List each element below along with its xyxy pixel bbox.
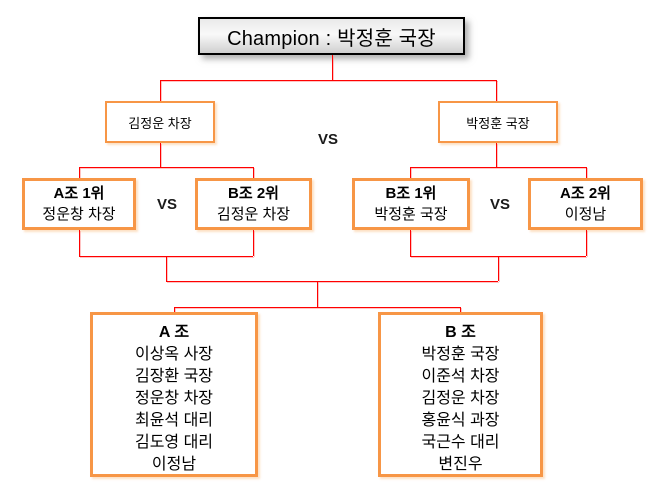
slot-b1-box: B조 1위 박정훈 국장 [352, 178, 470, 230]
slot-a1-name: 정운창 차장 [42, 206, 116, 223]
group-member: 변진우 [438, 456, 483, 473]
group-member: 김도영 대리 [134, 434, 214, 451]
group-b-box: B 조 박정훈 국장 이준석 차장 김정운 차장 홍윤식 과장 국근수 대리 변… [378, 312, 543, 477]
slot-b2-box: B조 2위 김정운 차장 [195, 178, 312, 230]
connector-line [160, 143, 161, 167]
group-member: 김장환 국장 [134, 368, 214, 385]
finalist-right-name: 박정훈 국장 [466, 115, 530, 131]
finalist-right-box: 박정훈 국장 [438, 101, 558, 143]
connector-line [410, 167, 411, 178]
slot-a1-box: A조 1위 정운창 차장 [22, 178, 136, 230]
connector-line [496, 143, 497, 167]
connector-line [410, 230, 411, 256]
group-member: 홍윤식 과장 [421, 412, 500, 429]
group-a-title: A 조 [158, 324, 190, 341]
slot-a2-seed: A조 2위 [560, 185, 611, 202]
slot-b1-seed: B조 1위 [385, 185, 437, 202]
finalist-left-name: 김정운 차장 [128, 115, 192, 131]
champion-label: Champion : 박정훈 국장 [227, 27, 436, 50]
connector-line [496, 80, 497, 101]
group-member: 이상옥 사장 [134, 346, 214, 363]
champion-box: Champion : 박정훈 국장 [198, 17, 465, 55]
connector-line [174, 307, 175, 313]
connector-line [160, 80, 161, 101]
connector-line [498, 256, 499, 281]
group-member: 이준석 차장 [421, 368, 500, 385]
slot-b2-name: 김정운 차장 [216, 206, 291, 223]
connector-line [460, 307, 461, 313]
slot-b2-seed: B조 2위 [228, 185, 279, 202]
connector-line [586, 230, 587, 256]
connector-line [317, 281, 318, 307]
connector-line [253, 230, 254, 256]
finalist-left-box: 김정운 차장 [105, 101, 215, 143]
vs-left-label: VS [156, 196, 177, 213]
vs-final-label: VS [317, 131, 338, 148]
connector-line [410, 167, 586, 168]
connector-line [79, 167, 253, 168]
connector-line [166, 256, 167, 281]
group-b-title: B 조 [445, 324, 476, 341]
group-member: 이정남 [151, 456, 197, 473]
connector-line [174, 307, 460, 308]
slot-a1-seed: A조 1위 [53, 185, 105, 202]
connector-line [586, 167, 587, 178]
group-member: 김정운 차장 [421, 390, 500, 407]
group-a-box: A 조 이상옥 사장 김장환 국장 정운창 차장 최윤석 대리 김도영 대리 이… [90, 312, 258, 477]
group-member: 정운창 차장 [134, 390, 214, 407]
connector-line [160, 80, 497, 81]
group-member: 박정훈 국장 [421, 346, 500, 363]
connector-line [253, 167, 254, 178]
slot-a2-name: 이정남 [564, 206, 607, 223]
slot-a2-box: A조 2위 이정남 [528, 178, 643, 230]
vs-right-label: VS [489, 196, 510, 213]
group-member: 국근수 대리 [421, 434, 500, 451]
slot-b1-name: 박정훈 국장 [374, 206, 448, 223]
connector-line [79, 230, 80, 256]
connector-line [166, 281, 498, 282]
connector-line [79, 167, 80, 178]
connector-line [332, 55, 333, 80]
group-member: 최윤석 대리 [134, 412, 214, 429]
